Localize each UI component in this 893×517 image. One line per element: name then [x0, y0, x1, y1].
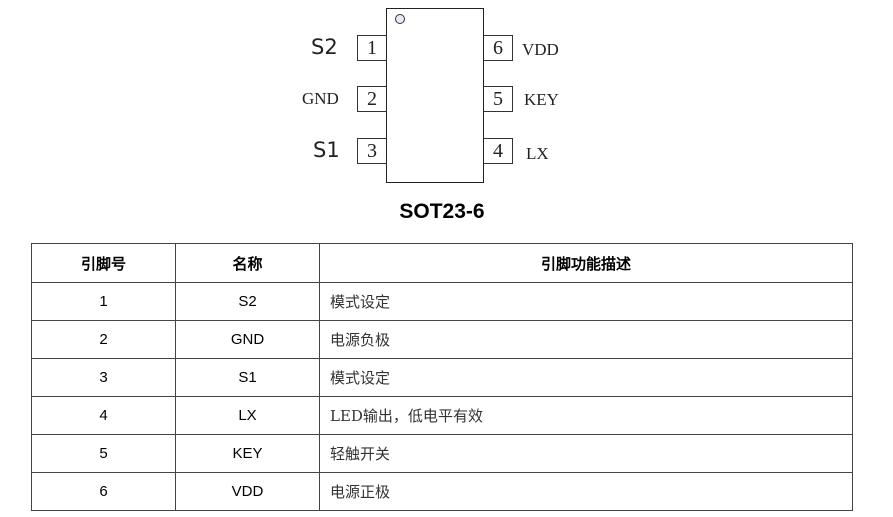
cell-description: 电源负极: [319, 320, 853, 359]
header-description: 引脚功能描述: [319, 243, 853, 283]
pin1-marker-icon: [395, 14, 405, 24]
pin-label-s2: S2: [311, 35, 338, 59]
cell-name: VDD: [175, 472, 320, 511]
cell-description: LED输出，低电平有效: [319, 396, 853, 435]
cell-pin: 4: [31, 396, 176, 435]
cell-pin: 5: [31, 434, 176, 473]
table-row: 5 KEY 轻触开关: [31, 434, 853, 473]
cell-name: S2: [175, 282, 320, 321]
table-row: 2 GND 电源负极: [31, 320, 853, 359]
cell-pin: 3: [31, 358, 176, 397]
pin-label-s1: S1: [313, 138, 340, 162]
package-title: SOT23-6: [399, 200, 485, 223]
cell-description: 电源正极: [319, 472, 853, 511]
cell-pin: 6: [31, 472, 176, 511]
pin-box-3: 3: [357, 138, 386, 164]
cell-description: 轻触开关: [319, 434, 853, 473]
pin-box-1: 1: [357, 35, 386, 61]
pin-label-key: KEY: [524, 90, 559, 109]
table-row: 1 S2 模式设定: [31, 282, 853, 321]
pin-box-2: 2: [357, 86, 386, 112]
cell-pin: 1: [31, 282, 176, 321]
chip-body: [386, 8, 484, 183]
cell-name: LX: [175, 396, 320, 435]
cell-pin: 2: [31, 320, 176, 359]
cell-name: S1: [175, 358, 320, 397]
cell-description: 模式设定: [319, 282, 853, 321]
table-row: 6 VDD 电源正极: [31, 472, 853, 511]
pinout-diagram: 1 2 3 S2 GND S1 6 5 4 VDD KEY LX SOT23-6: [0, 0, 893, 230]
table-row: 3 S1 模式设定: [31, 358, 853, 397]
header-name: 名称: [175, 243, 320, 283]
cell-name: KEY: [175, 434, 320, 473]
pin-box-6: 6: [484, 35, 513, 61]
table-header-row: 引脚号 名称 引脚功能描述: [31, 243, 853, 283]
pin-label-gnd: GND: [302, 89, 339, 108]
table-row: 4 LX LED输出，低电平有效: [31, 396, 853, 435]
pin-box-4: 4: [484, 138, 513, 164]
header-pin-number: 引脚号: [31, 243, 176, 283]
pin-description-table: 引脚号 名称 引脚功能描述 1 S2 模式设定 2 GND 电源负极 3 S1 …: [31, 243, 853, 511]
cell-name: GND: [175, 320, 320, 359]
pin-box-5: 5: [484, 86, 513, 112]
pin-label-vdd: VDD: [522, 40, 559, 59]
cell-description: 模式设定: [319, 358, 853, 397]
pin-label-lx: LX: [526, 144, 549, 163]
